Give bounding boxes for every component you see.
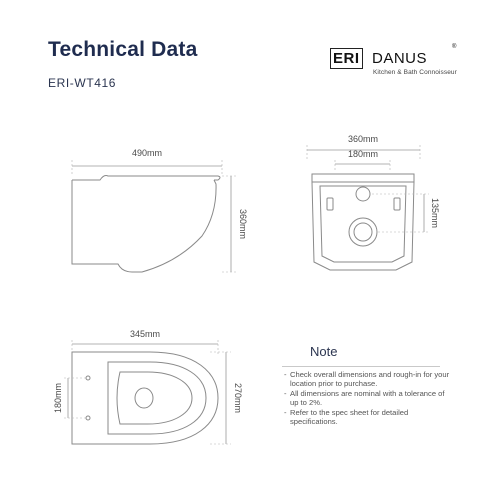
- top-right-height-label: 270mm: [233, 383, 243, 413]
- top-view-drawing: 345mm 180mm 270mm: [53, 329, 243, 445]
- rear-bolt-slot-left: [326, 197, 334, 211]
- logo-text: DANUS: [372, 50, 428, 67]
- side-lid-outline: [72, 175, 221, 181]
- page-title: Technical Data: [48, 38, 198, 61]
- side-bowl-outline: [71, 179, 217, 273]
- side-width-label: 490mm: [132, 148, 162, 158]
- brand-logo: ERI DANUS ® Kitchen & Bath Connoisseur: [330, 44, 465, 84]
- note-item: Check overall dimensions and rough-in fo…: [284, 370, 450, 389]
- note-list: Check overall dimensions and rough-in fo…: [284, 370, 450, 426]
- side-view-drawing: 490mm 360mm: [71, 148, 248, 273]
- note-divider: [282, 366, 440, 367]
- rear-inlet-circle: [355, 186, 371, 202]
- note-title: Note: [310, 344, 338, 359]
- registered-mark: ®: [452, 44, 457, 50]
- logo-boxed-text: ERI: [330, 48, 363, 69]
- rear-depth-label: 135mm: [430, 198, 440, 228]
- rear-inner-label: 180mm: [348, 149, 378, 159]
- rear-bolt-slot-right: [393, 197, 401, 211]
- top-bolt-hole-upper: [85, 375, 91, 381]
- rear-outlet-inner-circle: [353, 222, 373, 242]
- rear-inner-outline: [319, 185, 407, 263]
- note-item: All dimensions are nominal with a tolera…: [284, 389, 450, 408]
- top-drain-hole: [134, 387, 154, 409]
- rear-seat-outline: [311, 173, 415, 183]
- model-number: ERI-WT416: [48, 76, 117, 90]
- side-height-label: 360mm: [238, 209, 248, 239]
- top-width-label: 345mm: [130, 329, 160, 339]
- top-left-height-label: 180mm: [53, 383, 63, 413]
- rear-body-outline: [311, 181, 415, 271]
- logo-tagline: Kitchen & Bath Connoisseur: [373, 69, 457, 76]
- rear-outlet-circle: [348, 217, 378, 247]
- top-bolt-hole-lower: [85, 415, 91, 421]
- top-bowl-opening: [116, 371, 193, 425]
- rear-width-label: 360mm: [348, 134, 378, 144]
- note-item: Refer to the spec sheet for detailed spe…: [284, 408, 450, 427]
- top-body-outline: [71, 351, 219, 445]
- top-seat-outline: [107, 361, 207, 435]
- rear-view-drawing: 360mm 180mm 135mm: [306, 134, 440, 271]
